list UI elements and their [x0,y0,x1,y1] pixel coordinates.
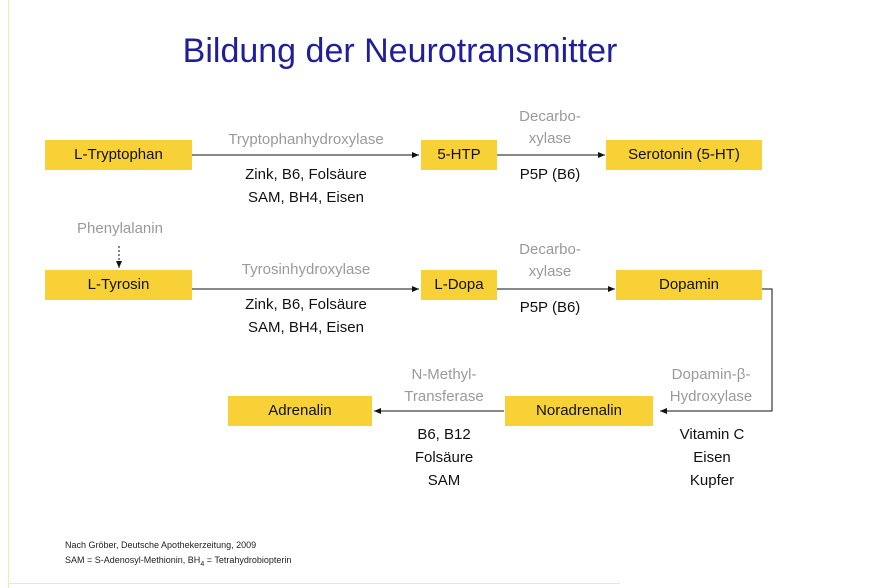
box-adrenalin: Adrenalin [228,396,372,426]
box-dopamin: Dopamin [616,270,762,300]
enzyme-tyrosinhydroxylase: Tyrosinhydroxylase [241,261,371,278]
cofactor-line: Zink, B6, Folsäure [245,296,367,313]
enzyme-line: xylase [528,263,572,280]
box-l-dopa: L-Dopa [421,270,497,300]
slide-title: Bildung der Neurotransmitter [182,32,618,70]
enzyme-tryptophanhydroxylase: Tryptophanhydroxylase [228,131,384,148]
cofactor-line: Folsäure [414,449,474,466]
cofactors-tyrosinhydroxylase: Zink, B6, Folsäure SAM, BH4, Eisen [196,293,416,339]
cofactor-line: SAM [427,472,461,489]
cofactor-line: B6, B12 [417,426,471,443]
box-5-htp: 5-HTP [421,140,497,170]
cofactor-line: Vitamin C [679,426,745,443]
cofactors-n-methyl-transferase: B6, B12 Folsäure SAM [385,423,503,492]
cofactor-line: Zink, B6, Folsäure [245,166,367,183]
enzyme-line: Decarbo- [519,241,581,258]
label-phenylalanin: Phenylalanin [77,220,163,237]
cofactor-line: Kupfer [689,472,735,489]
cofactor-line: Eisen [693,449,731,466]
enzyme-dopamin-beta-hydroxylase: Dopamin-β- Hydroxylase [650,364,772,408]
enzyme-line: xylase [528,130,572,147]
cofactors-dopamin-beta-hydroxylase: Vitamin C Eisen Kupfer [652,423,772,492]
arrow-dopamin-to-noradrenalin [660,288,773,414]
box-noradrenalin: Noradrenalin [505,396,653,426]
cofactors-decarboxylase-dopamin: P5P (B6) [519,299,581,316]
enzyme-line: N-Methyl- [411,366,477,383]
footnote-abbrev-text-end: = Tetrahydrobiopterin [204,555,292,565]
enzyme-line: Hydroxylase [669,388,753,405]
enzyme-line: Transferase [404,388,484,405]
enzyme-line: Dopamin-β- [671,366,751,383]
box-l-tyrosin: L-Tyrosin [45,270,192,300]
enzyme-decarboxylase-serotonin: Decarbo- xylase [500,106,600,150]
cofactor-line: SAM, BH4, Eisen [248,189,364,206]
enzyme-line: Decarbo- [519,108,581,125]
box-l-tryptophan: L-Tryptophan [45,140,192,170]
enzyme-n-methyl-transferase: N-Methyl- Transferase [380,364,508,408]
footnote-abbrev-subscript: 4 [200,560,205,568]
footnote-abbrev-text: SAM = S-Adenosyl-Methionin, BH [65,555,201,565]
footnote-source: Nach Gröber, Deutsche Apothekerzeitung, … [65,540,257,550]
box-serotonin: Serotonin (5-HT) [606,140,762,170]
slide-frame-left [8,0,9,588]
slide-frame-bottom [8,583,620,584]
enzyme-decarboxylase-dopamin: Decarbo- xylase [500,239,600,283]
cofactors-decarboxylase-serotonin: P5P (B6) [519,166,581,183]
cofactors-tryptophanhydroxylase: Zink, B6, Folsäure SAM, BH4, Eisen [196,163,416,209]
footnote-abbreviations: SAM = S-Adenosyl-Methionin, BH4 = Tetrah… [65,555,291,568]
cofactor-line: SAM, BH4, Eisen [248,319,364,336]
